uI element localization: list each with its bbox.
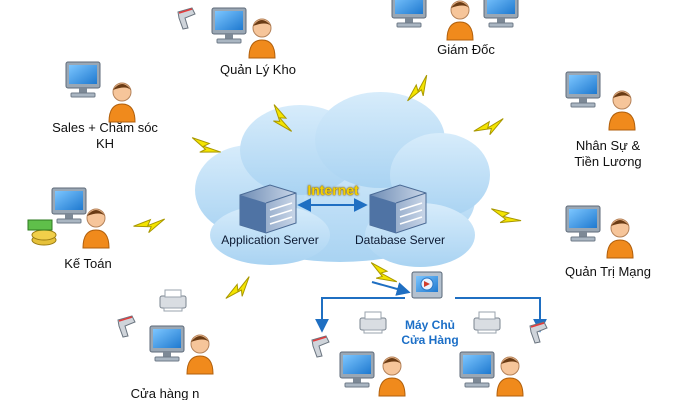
barcode-scanner-icon — [177, 7, 196, 30]
monitor-icon — [211, 7, 247, 44]
monitor-icon — [483, 0, 519, 28]
lightning-bolt-icon — [407, 74, 428, 102]
node-label-sales-cs: Sales + Chăm sóc KH — [52, 120, 158, 151]
printer-icon — [473, 311, 501, 334]
monitor-icon — [51, 187, 87, 224]
barcode-scanner-icon — [311, 335, 330, 358]
user-icon — [496, 356, 524, 397]
monitor-icon — [459, 351, 495, 388]
store-server-icon — [411, 271, 443, 299]
monitor-icon — [65, 61, 101, 98]
lightning-bolt-icon — [370, 262, 398, 283]
lightning-bolt-icon — [191, 137, 221, 153]
printer-icon — [359, 311, 387, 334]
user-icon — [606, 218, 634, 259]
user-icon — [108, 82, 136, 123]
monitor-icon — [339, 351, 375, 388]
node-label-director: Giám Đốc — [437, 42, 495, 57]
database-server-label: Database Server — [354, 233, 446, 247]
lightning-bolt-icon — [473, 118, 504, 136]
lightning-bolt-icon — [273, 104, 293, 132]
node-label-accounting: Kế Toán — [64, 256, 112, 271]
lightning-bolt-icon — [225, 276, 250, 299]
application-server-label: Application Server — [221, 233, 319, 247]
database-server-icon — [369, 184, 427, 234]
user-icon — [82, 208, 110, 249]
lightning-bolt-icon — [491, 208, 522, 224]
monitor-icon — [391, 0, 427, 28]
monitor-icon — [565, 205, 601, 242]
barcode-scanner-icon — [529, 321, 548, 344]
node-label-warehouse-manager: Quản Lý Kho — [220, 62, 296, 77]
node-label-store-n: Cửa hàng n — [130, 386, 200, 400]
barcode-scanner-icon — [117, 315, 136, 338]
printer-icon — [159, 289, 187, 312]
monitor-icon — [565, 71, 601, 108]
user-icon — [248, 18, 276, 59]
user-icon — [186, 334, 214, 375]
node-label-store-server: Máy Chủ Cửa Hàng — [401, 318, 459, 347]
user-icon — [446, 0, 474, 41]
store-network-arrows — [315, 281, 547, 333]
node-label-network-admin: Quản Trị Mạng — [565, 264, 651, 279]
application-server-icon — [239, 184, 297, 234]
lightning-bolt-icon — [133, 218, 166, 233]
internet-label: Internet — [307, 182, 359, 198]
user-icon — [378, 356, 406, 397]
user-icon — [608, 90, 636, 131]
monitor-icon — [149, 325, 185, 362]
node-label-hr-payroll: Nhân Sự & Tiền Lương — [574, 138, 642, 169]
